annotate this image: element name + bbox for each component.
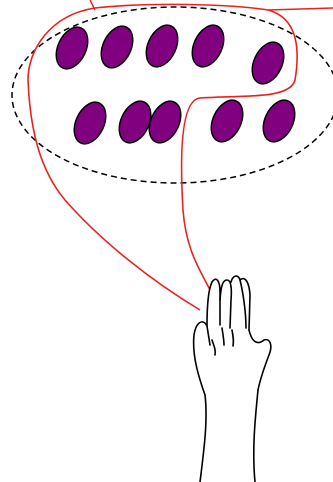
counter	[205, 95, 249, 147]
hand-pointing-up-icon	[194, 276, 271, 482]
counter	[68, 97, 112, 149]
counter	[140, 20, 184, 72]
counter	[143, 96, 187, 148]
counter	[257, 95, 301, 147]
counter-group	[50, 20, 301, 149]
counter	[50, 22, 94, 74]
counter	[95, 21, 139, 73]
counter	[246, 37, 290, 89]
counter	[186, 20, 230, 72]
